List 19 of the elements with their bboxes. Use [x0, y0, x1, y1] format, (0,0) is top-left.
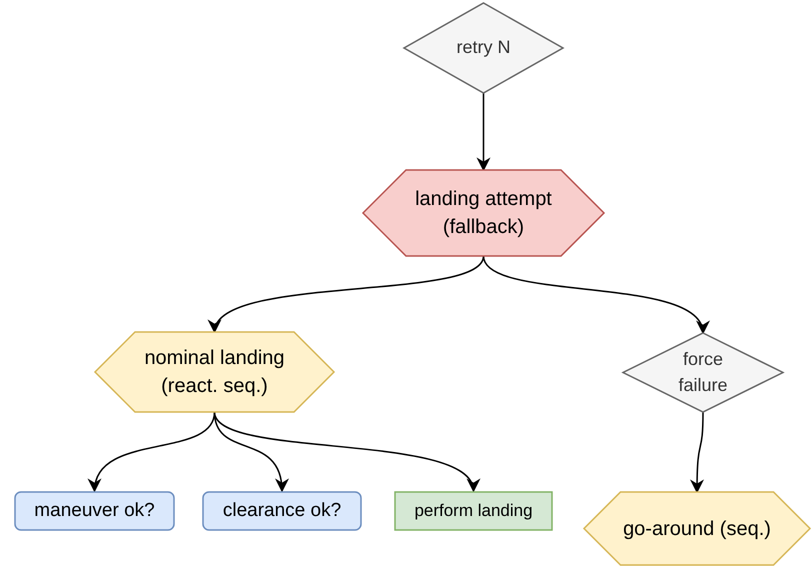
decision-diamond	[404, 3, 563, 93]
node-label: maneuver ok?	[34, 498, 155, 523]
node-label: landing attempt (fallback)	[414, 187, 553, 240]
node-label: perform landing	[414, 500, 533, 522]
node-label: go-around (seq.)	[623, 516, 771, 542]
arrow	[476, 93, 490, 172]
hexagon-node	[363, 170, 604, 256]
process-box	[394, 491, 553, 531]
node-label: nominal landing (react. seq.)	[143, 346, 286, 399]
process-box	[14, 491, 175, 531]
hexagon-node	[584, 492, 810, 565]
arrow	[690, 412, 704, 494]
node-label: force failure	[677, 348, 729, 396]
decision-diamond	[623, 333, 783, 412]
node-label: retry N	[456, 36, 510, 60]
arrow	[90, 412, 216, 492]
node-label: clearance ok?	[222, 498, 342, 523]
process-box	[202, 491, 362, 531]
hexagon-node	[95, 332, 334, 412]
